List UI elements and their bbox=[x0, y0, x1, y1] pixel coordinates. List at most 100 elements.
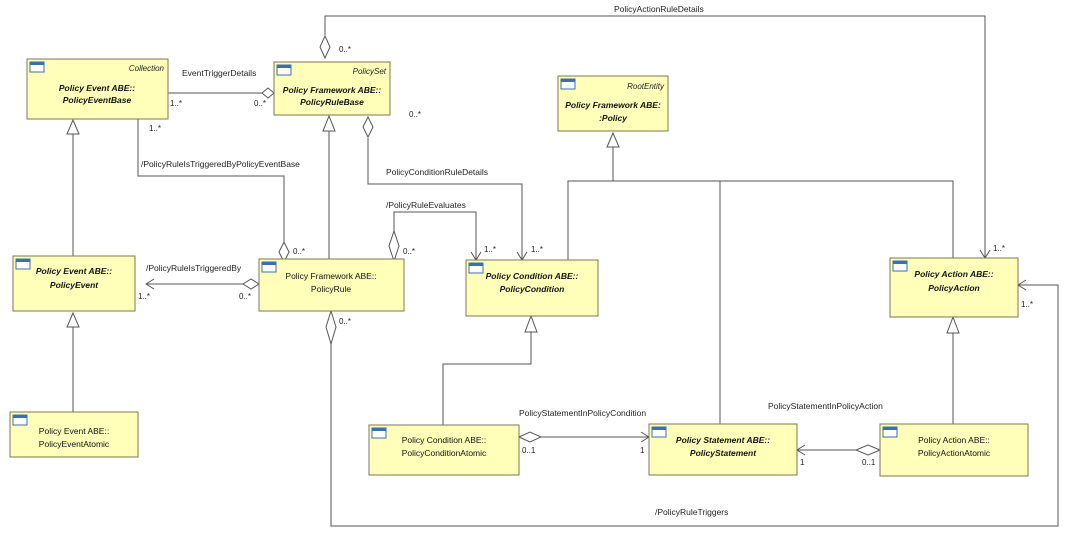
class-policy-rule-base[interactable]: PolicySet Policy Framework ABE:: PolicyR… bbox=[273, 61, 391, 116]
class-name-line1: Policy Condition ABE:: bbox=[402, 435, 487, 445]
class-policy-event-base[interactable]: Collection Policy Event ABE:: PolicyEven… bbox=[26, 58, 169, 120]
class-name-line1: Policy Framework ABE: bbox=[565, 100, 661, 110]
gen-triangle-rulebase bbox=[322, 114, 336, 132]
diamond-rule-triggered-by bbox=[242, 278, 260, 290]
class-name-line2: PolicyEventAtomic bbox=[39, 439, 110, 449]
class-icon bbox=[371, 427, 387, 439]
diamond-rule-triggers bbox=[325, 309, 337, 346]
class-name-line1: Policy Framework ABE:: bbox=[285, 271, 376, 281]
policy-condition-rule-details-line[interactable] bbox=[367, 138, 523, 260]
class-name-line2: PolicyStatement bbox=[690, 448, 757, 458]
label-statement-in-condition: PolicyStatementInPolicyCondition bbox=[519, 408, 646, 418]
class-name-line2: PolicyActionAtomic bbox=[918, 448, 991, 458]
class-icon bbox=[29, 61, 45, 73]
class-name-line2: PolicyRuleBase bbox=[300, 97, 364, 107]
class-policy-action-atomic[interactable]: Policy Action ABE:: PolicyActionAtomic bbox=[879, 423, 1029, 477]
gen-triangle-action bbox=[946, 315, 960, 334]
association-labels: PolicyActionRuleDetails EventTriggerDeta… bbox=[141, 4, 883, 517]
label-event-trigger-details: EventTriggerDetails bbox=[182, 68, 256, 78]
mult-rule-triggers-action: 1..* bbox=[1021, 300, 1033, 309]
class-name-line2: PolicyCondition bbox=[500, 284, 565, 294]
class-icon bbox=[882, 426, 898, 438]
mult-trigger-details-rulebase: 0..* bbox=[254, 99, 266, 108]
class-name-line1: Policy Event ABE:: bbox=[36, 266, 112, 276]
class-name-line2: PolicyAction bbox=[928, 283, 979, 293]
class-icon bbox=[468, 262, 484, 274]
mult-trigger-details-eventbase: 1..* bbox=[170, 99, 182, 108]
mult-triggered-by-event: 1..* bbox=[138, 292, 150, 301]
rule-triggered-by-event-base-line[interactable] bbox=[137, 118, 285, 243]
class-policy-event[interactable]: Policy Event ABE:: PolicyEvent bbox=[12, 255, 136, 312]
mult-statement-condition-atomic: 0..1 bbox=[522, 446, 536, 455]
diamond-rule-evaluates bbox=[388, 229, 400, 263]
class-icon bbox=[892, 260, 908, 272]
class-name-line2: PolicyEvent bbox=[50, 280, 99, 290]
label-policy-condition-rule-details: PolicyConditionRuleDetails bbox=[386, 167, 488, 177]
label-policy-rule-triggers: /PolicyRuleTriggers bbox=[655, 507, 728, 517]
mult-statement-action-statement: 1 bbox=[800, 458, 805, 467]
class-policy-condition-atomic[interactable]: Policy Condition ABE:: PolicyConditionAt… bbox=[368, 424, 520, 476]
label-policy-rule-is-triggered-by: /PolicyRuleIsTriggeredBy bbox=[146, 263, 242, 273]
mult-statement-condition-statement: 1 bbox=[640, 446, 645, 455]
policy-action-rule-details-line[interactable] bbox=[324, 15, 986, 258]
class-name-line1: Policy Framework ABE:: bbox=[283, 85, 382, 95]
class-policy-statement[interactable]: Policy Statement ABE:: PolicyStatement bbox=[648, 423, 798, 476]
class-name-line1: Policy Event ABE:: bbox=[39, 426, 109, 436]
mult-condition-details-rulebase: 0..* bbox=[409, 110, 421, 119]
gen-triangle-condition bbox=[524, 314, 538, 333]
diamond-rule-triggered-by-base bbox=[278, 240, 290, 264]
gen-triangle-policy bbox=[606, 131, 620, 148]
mult-eventbase-side: 1..* bbox=[149, 124, 161, 133]
label-statement-in-action: PolicyStatementInPolicyAction bbox=[768, 401, 883, 411]
class-name-line1: Policy Action ABE:: bbox=[918, 435, 990, 445]
class-icon bbox=[651, 426, 667, 438]
policy-rule-evaluates-line[interactable] bbox=[393, 211, 477, 260]
class-stereotype: PolicySet bbox=[353, 67, 387, 76]
policy-rule-triggers-line[interactable] bbox=[330, 284, 1059, 527]
mult-action-details-rulebase: 0..* bbox=[339, 45, 351, 54]
class-icon bbox=[560, 78, 576, 90]
class-stereotype: Collection bbox=[129, 64, 165, 73]
class-name-line2: :Policy bbox=[599, 113, 628, 123]
diamond-condition-rule-details bbox=[362, 115, 374, 139]
connectors bbox=[66, 15, 1059, 527]
multiplicities: 0..* 1..* 0..* 1..* 0..* 0..* 0..* 1..* … bbox=[138, 45, 1033, 467]
gen-condition-atomic-to-condition-line[interactable] bbox=[442, 332, 532, 425]
class-name-line2: PolicyConditionAtomic bbox=[402, 448, 487, 458]
class-name-line2: PolicyRule bbox=[311, 284, 351, 294]
label-policy-rule-evaluates: /PolicyRuleEvaluates bbox=[386, 200, 466, 210]
label-rule-triggered-by-event-base: /PolicyRuleIsTriggeredByPolicyEventBase bbox=[141, 159, 300, 169]
label-policy-action-rule-details: PolicyActionRuleDetails bbox=[614, 4, 704, 14]
mult-rule-triggered-base: 0..* bbox=[293, 247, 305, 256]
class-name-line1: Policy Condition ABE:: bbox=[486, 271, 579, 281]
class-icon bbox=[15, 258, 31, 270]
diamond-statement-in-condition bbox=[517, 431, 543, 443]
gen-triangle-eventbase bbox=[66, 118, 80, 135]
class-policy[interactable]: RootEntity Policy Framework ABE: :Policy bbox=[557, 75, 669, 132]
mult-triggered-by-rule: 0..* bbox=[239, 292, 251, 301]
gen-triangle-event bbox=[66, 311, 80, 328]
mult-rule-triggers-rule: 0..* bbox=[339, 317, 351, 326]
class-policy-rule[interactable]: Policy Framework ABE:: PolicyRule bbox=[258, 258, 405, 312]
class-name-line1: Policy Action ABE:: bbox=[914, 269, 993, 279]
gen-condition-to-policy-line[interactable] bbox=[567, 180, 954, 260]
diamond-event-trigger-details bbox=[261, 87, 275, 99]
mult-statement-action-atomic: 0..1 bbox=[862, 458, 876, 467]
class-stereotype: RootEntity bbox=[627, 82, 665, 91]
mult-condition-details: 1..* bbox=[531, 245, 543, 254]
mult-rule-evaluates-rule: 0..* bbox=[403, 247, 415, 256]
class-policy-condition[interactable]: Policy Condition ABE:: PolicyCondition bbox=[465, 259, 599, 317]
class-name-line1: Policy Event ABE:: bbox=[59, 83, 135, 93]
mult-action-details-action: 1..* bbox=[993, 244, 1005, 253]
diamond-action-rule-details bbox=[319, 34, 331, 60]
class-name-line1: Policy Statement ABE:: bbox=[676, 435, 770, 445]
class-icon bbox=[12, 414, 28, 426]
arrow-to-event bbox=[145, 278, 155, 290]
class-policy-event-atomic[interactable]: Policy Event ABE:: PolicyEventAtomic bbox=[9, 411, 139, 458]
class-policy-action[interactable]: Policy Action ABE:: PolicyAction bbox=[889, 257, 1019, 318]
class-name-line2: PolicyEventBase bbox=[63, 95, 132, 105]
class-icon bbox=[276, 64, 292, 76]
mult-condition-evaluates: 1..* bbox=[484, 245, 496, 254]
diamond-statement-in-action bbox=[854, 444, 882, 456]
